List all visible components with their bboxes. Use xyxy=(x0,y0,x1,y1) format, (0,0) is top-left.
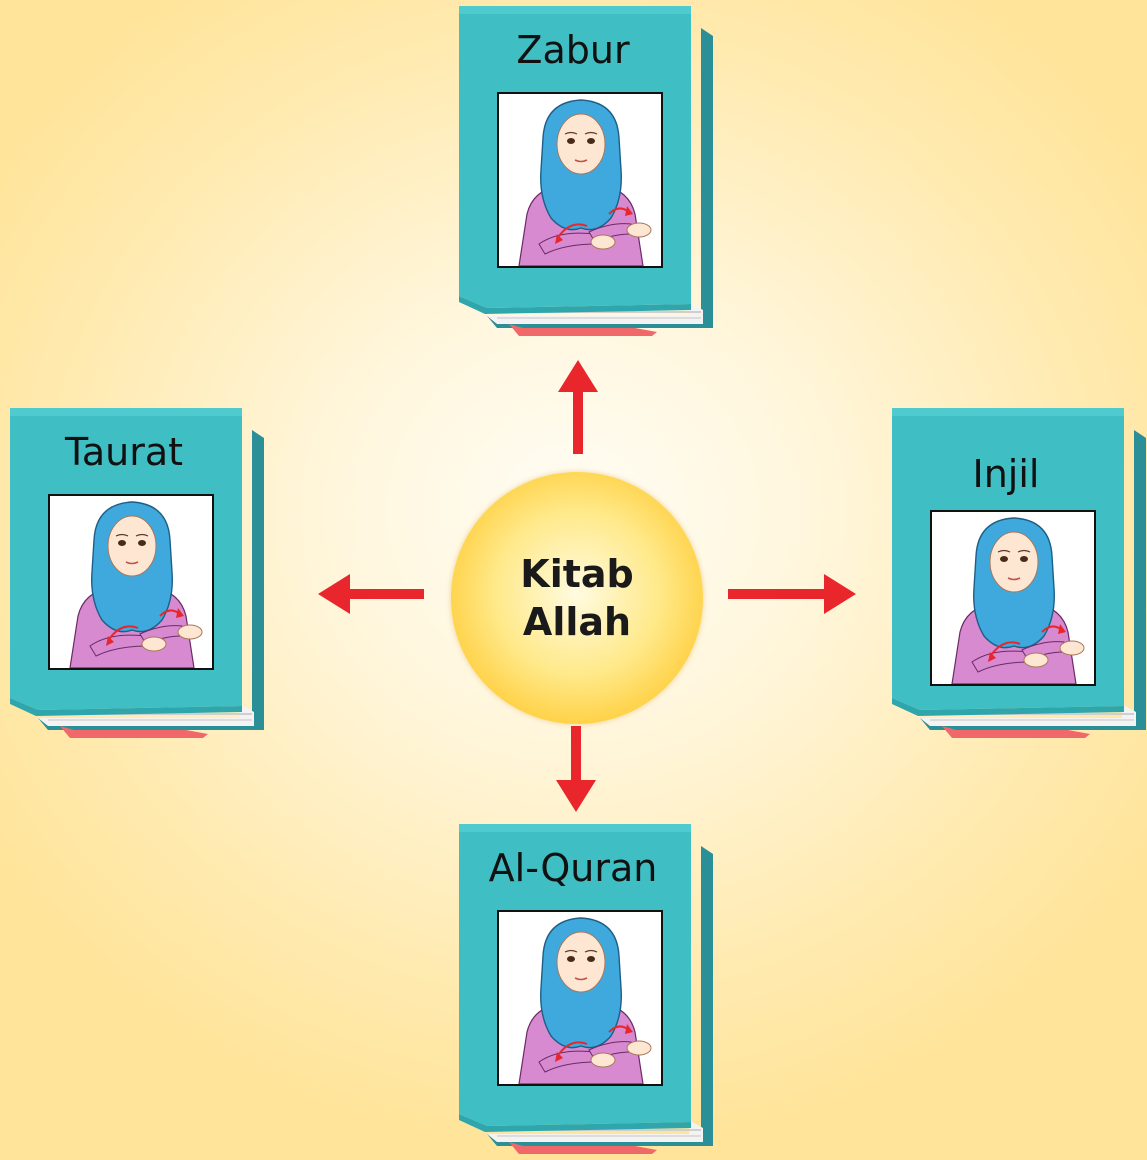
arrow-up-icon xyxy=(558,360,598,454)
signer-illustration xyxy=(48,494,214,670)
book-title: Zabur xyxy=(516,28,630,72)
signer-illustration xyxy=(497,92,663,268)
book-zabur: Zabur xyxy=(457,6,727,336)
book-taurat: Taurat xyxy=(8,408,278,738)
book-al-quran: Al-Quran xyxy=(457,824,727,1154)
arrow-down-icon xyxy=(556,726,596,812)
center-label-line1: Kitab xyxy=(520,552,634,596)
signer-illustration xyxy=(497,910,663,1086)
book-title: Injil xyxy=(972,452,1040,496)
arrow-left-icon xyxy=(318,574,424,614)
book-injil: Injil xyxy=(890,408,1147,738)
book-title: Taurat xyxy=(64,430,184,474)
signer-illustration xyxy=(930,510,1096,686)
kitab-allah-circle: Kitab Allah xyxy=(451,472,703,724)
center-label-line2: Allah xyxy=(522,600,632,644)
book-title: Al-Quran xyxy=(488,846,658,890)
arrow-right-icon xyxy=(728,574,856,614)
